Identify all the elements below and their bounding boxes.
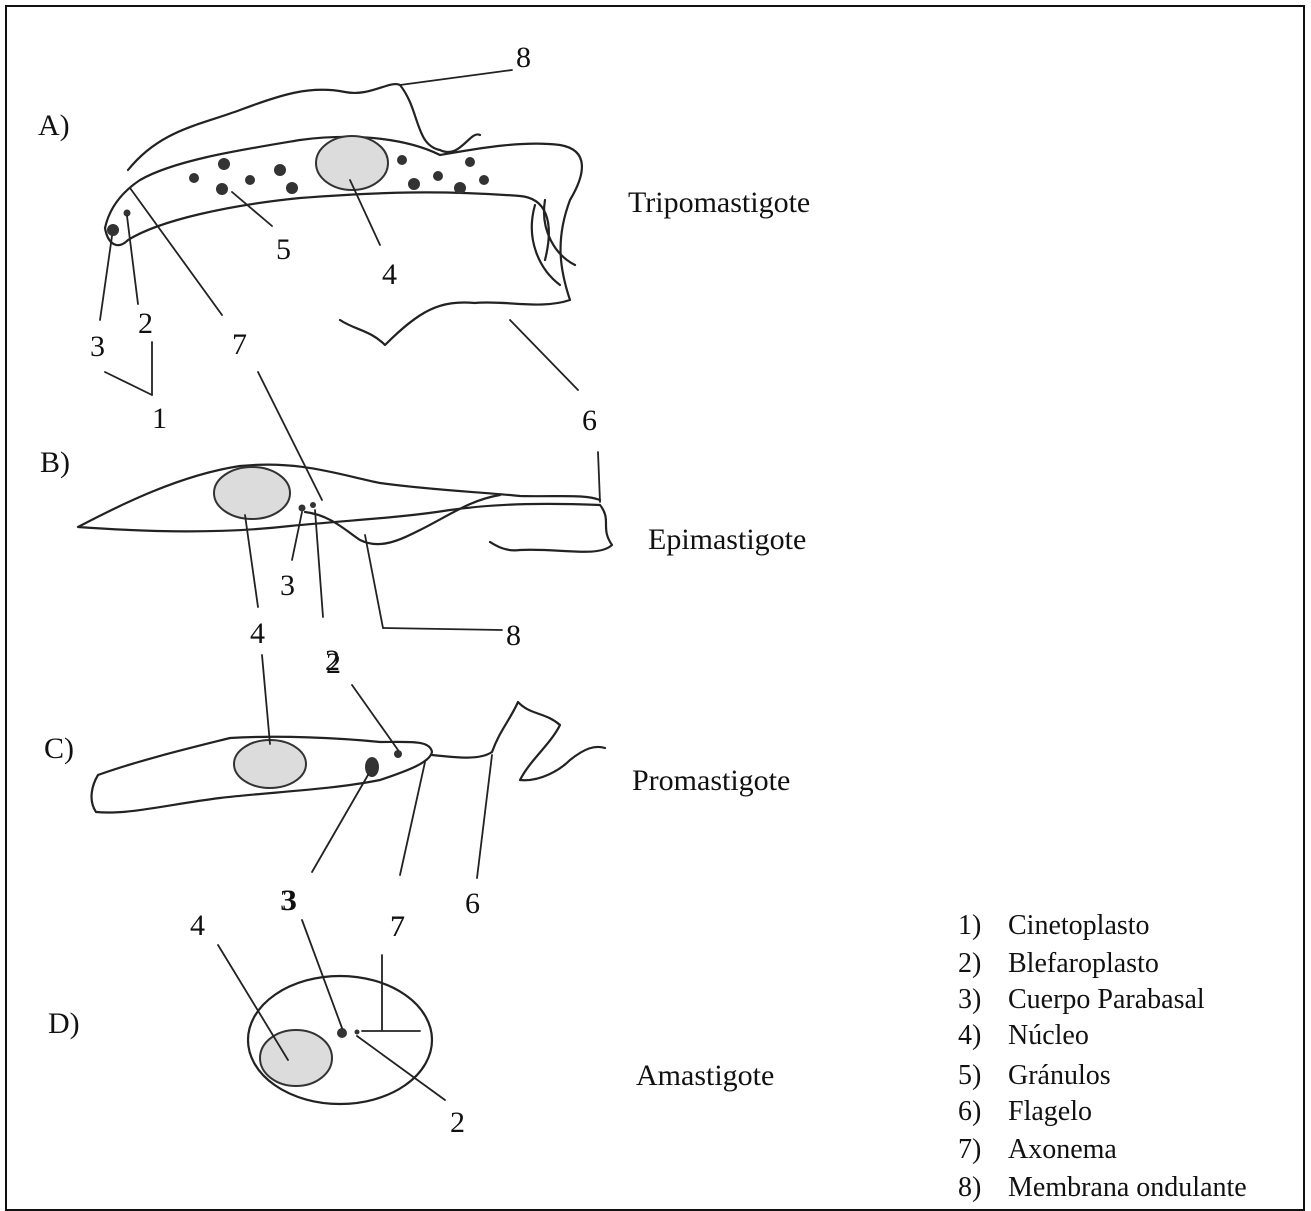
panel-c-label-6: 6	[465, 887, 480, 920]
epimastigote-flagellum	[598, 452, 600, 502]
legend-item-label: Gránulos	[1008, 1060, 1111, 1091]
legend-item: 1) Cinetoplasto	[958, 910, 1150, 941]
legend-item-number: 8)	[958, 1172, 981, 1203]
epimastigote-body	[78, 465, 612, 552]
panel-c: C) Promastigote 2 3 7 6	[44, 647, 790, 943]
amastigote-blefaroplast	[355, 1030, 360, 1035]
legend-item-label: Flagelo	[1008, 1096, 1092, 1127]
legend-item-label: Membrana ondulante	[1008, 1172, 1247, 1203]
panel-a-label-8: 8	[516, 41, 531, 74]
legend-item-number: 4)	[958, 1020, 981, 1051]
panel-a-stage-name: Tripomastigote	[628, 186, 810, 219]
panel-b-letter: B)	[40, 446, 70, 479]
panel-c-letter: C)	[44, 732, 74, 765]
panel-b-label-4: 4	[250, 617, 265, 650]
promastigote-flagellum	[432, 702, 605, 780]
legend-item-label: Axonema	[1008, 1134, 1117, 1165]
amastigote-parabasal-body	[337, 1028, 347, 1038]
legend-item: 6) Flagelo	[958, 1096, 1092, 1127]
legend-item: 3) Cuerpo Parabasal	[958, 984, 1205, 1015]
panel-a-label-5: 5	[276, 233, 291, 266]
panel-b-stage-name: Epimastigote	[648, 523, 806, 556]
panel-a-label-1: 1	[152, 402, 167, 435]
panel-d-label-2: 2	[450, 1106, 465, 1139]
panel-c-stage-name: Promastigote	[632, 764, 790, 797]
panel-d-label-4: 4	[190, 909, 205, 942]
legend-item-label: Núcleo	[1008, 1020, 1089, 1051]
legend-item: 4) Núcleo	[958, 1020, 1089, 1051]
panel-d-leader-lines	[218, 920, 445, 1100]
panel-c-label-2: 2	[326, 647, 341, 680]
legend-item: 2) Blefaroplasto	[958, 948, 1159, 979]
promastigote-blefaroplast	[394, 750, 402, 758]
legend: 1) Cinetoplasto 2) Blefaroplasto 3) Cuer…	[958, 910, 1247, 1203]
epimastigote-blefaroplast	[310, 502, 316, 508]
legend-item-number: 5)	[958, 1060, 981, 1091]
panel-a-label-3: 3	[90, 330, 105, 363]
legend-item-label: Cuerpo Parabasal	[1008, 984, 1205, 1015]
tripomastigote-undulating-membrane	[128, 84, 480, 170]
legend-item-label: Cinetoplasto	[1008, 910, 1150, 941]
panel-b-label-8: 8	[506, 619, 521, 652]
panel-a: A) Tripomastigote	[38, 41, 810, 437]
legend-item: 5) Gránulos	[958, 1060, 1111, 1091]
tripomastigote-flagellum	[532, 200, 575, 285]
panel-d-stage-name: Amastigote	[636, 1059, 774, 1092]
panel-a-label-2: 2	[138, 307, 153, 340]
epimastigote-nucleus	[214, 467, 290, 519]
legend-item-number: 6)	[958, 1096, 981, 1127]
panel-a-label-4: 4	[382, 258, 397, 291]
panel-d-letter: D)	[48, 1007, 80, 1040]
legend-item-label: Blefaroplasto	[1008, 948, 1159, 979]
legend-item: 8) Membrana ondulante	[958, 1172, 1247, 1203]
panel-d-label-7: 7	[390, 910, 405, 943]
panel-d: D) Amastigote 4 3 7 2	[48, 884, 774, 1139]
promastigote-nucleus	[234, 740, 306, 788]
panel-a-label-7: 7	[232, 328, 247, 361]
tripomastigote-nucleus	[316, 136, 388, 190]
panel-d-label-3: 3	[280, 884, 295, 917]
epimastigote-undulating-membrane	[305, 495, 500, 544]
epimastigote-parabasal-body	[299, 505, 306, 512]
tripomastigote-kinetoplast	[107, 224, 119, 236]
legend-item-number: 2)	[958, 948, 981, 979]
panel-a-label-6: 6	[582, 404, 597, 437]
legend-item-number: 3)	[958, 984, 981, 1015]
legend-item: 7) Axonema	[958, 1134, 1117, 1165]
panel-a-leader-lines	[100, 70, 578, 395]
amastigote-nucleus	[260, 1030, 332, 1086]
panel-a-letter: A)	[38, 109, 70, 142]
legend-item-number: 1)	[958, 910, 981, 941]
panel-b-label-3: 3	[280, 569, 295, 602]
promastigote-parabasal-body	[365, 757, 379, 777]
legend-item-number: 7)	[958, 1134, 981, 1165]
